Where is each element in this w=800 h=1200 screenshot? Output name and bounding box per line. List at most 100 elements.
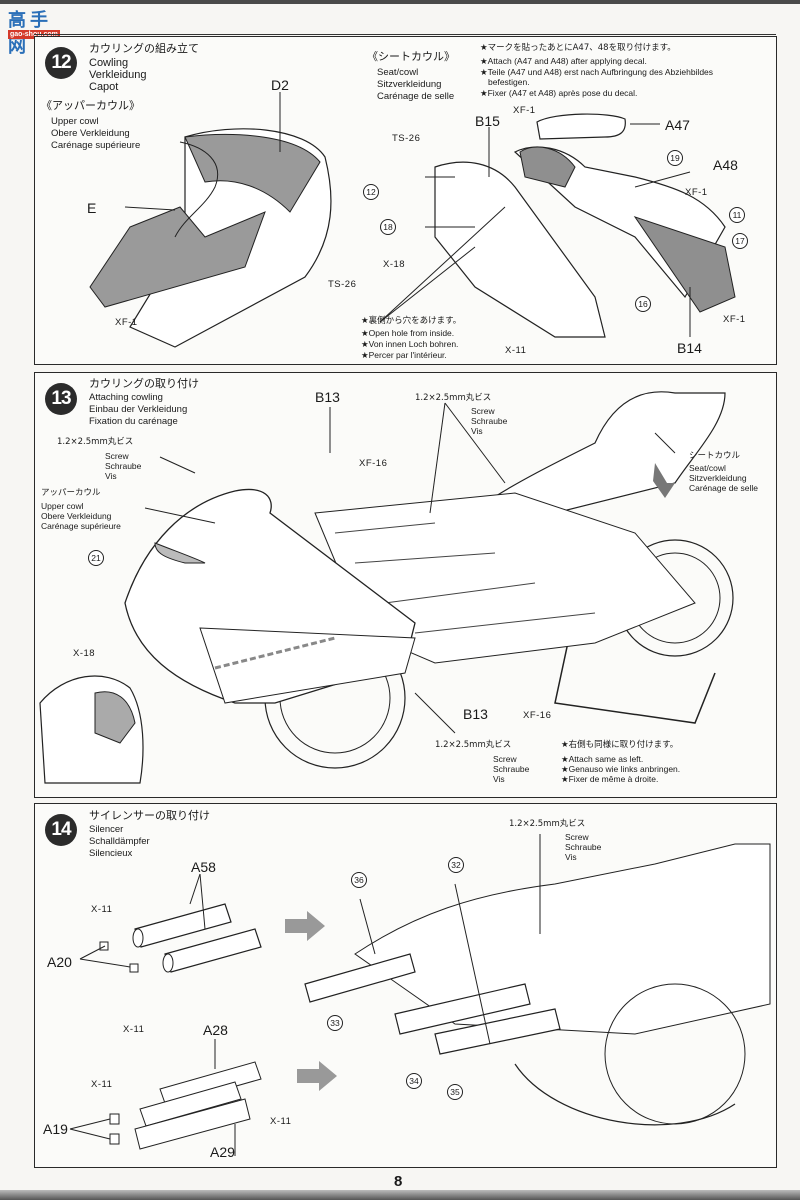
top-rule <box>34 34 776 35</box>
note-line: ★Fixer (A47 et A48) après pose du decal. <box>480 88 638 98</box>
decal-number: 34 <box>406 1073 422 1089</box>
paint-code: TS-26 <box>392 133 421 144</box>
scan-edge-top <box>0 0 800 4</box>
step-title-de: Verkleidung <box>89 69 147 81</box>
part-label: B14 <box>677 340 702 356</box>
decal-number: 16 <box>635 296 651 312</box>
screw-de: Schraube <box>105 461 142 471</box>
seat-cowl-de: Sitzverkleidung <box>689 473 747 483</box>
decal-number: 33 <box>327 1015 343 1031</box>
upper-cowl-fr: Carénage supérieure <box>41 521 121 531</box>
note-line: ★Von innen Loch bohren. <box>361 339 459 349</box>
screw-de: Schraube <box>565 842 602 852</box>
screw-en: Screw <box>565 832 589 842</box>
screw-fr: Vis <box>565 852 577 862</box>
decal-number: 12 <box>363 184 379 200</box>
note-line: befestigen. <box>488 77 530 87</box>
note-line: ★Teile (A47 und A48) erst nach Aufbringu… <box>480 67 714 77</box>
step-number-badge: 12 <box>45 47 77 79</box>
paint-code: TS-26 <box>328 279 357 290</box>
decal-number: 11 <box>729 207 745 223</box>
screw-fr: Vis <box>105 471 117 481</box>
note-line: ★マークを貼ったあとにA47、48を取り付けます。 <box>480 43 676 53</box>
cowling-assembly-illustration <box>89 92 736 348</box>
decal-number: 36 <box>351 872 367 888</box>
upper-cowl-heading-jp: 《アッパーカウル》 <box>41 99 140 112</box>
part-label: E <box>87 200 97 216</box>
paint-code: X-11 <box>270 1116 292 1127</box>
part-label: B13 <box>463 706 488 722</box>
step-number-badge: 14 <box>45 814 77 846</box>
step-title-en: Cowling <box>89 57 129 69</box>
watermark-url: gao-shou.com <box>8 30 60 39</box>
paint-code: X-18 <box>383 259 406 270</box>
note-line: ★右側も同様に取り付けます。 <box>561 740 679 750</box>
screw-size: 1.2×2.5mm丸ビス <box>509 819 586 829</box>
scan-edge-bottom <box>0 1190 800 1200</box>
paint-code: XF-1 <box>513 105 536 116</box>
screw-fr: Vis <box>493 774 505 784</box>
seat-cowl-heading-jp: 《シートカウル》 <box>367 50 455 63</box>
note-line: ★Genauso wie links anbringen. <box>561 764 681 774</box>
part-label: A48 <box>713 157 738 173</box>
page-number: 8 <box>394 1173 403 1190</box>
seat-cowl-en: Seat/cowl <box>377 67 419 78</box>
paint-code: XF-16 <box>359 458 388 469</box>
upper-cowl-fr: Carénage supérieure <box>51 140 141 151</box>
step-title-de: Schalldämpfer <box>89 836 150 847</box>
part-label: A29 <box>210 1144 235 1160</box>
upper-cowl-en: Upper cowl <box>41 501 84 511</box>
note-line: ★Attach (A47 and A48) after applying dec… <box>480 56 647 66</box>
paint-code: XF-1 <box>115 317 138 328</box>
seat-cowl-jp: シートカウル <box>689 451 741 461</box>
seat-cowl-fr: Carénage de selle <box>377 91 455 102</box>
step-title-en: Attaching cowling <box>89 392 163 403</box>
paint-code: X-11 <box>123 1024 145 1035</box>
screw-en: Screw <box>471 406 495 416</box>
seat-cowl-en: Seat/cowl <box>689 463 726 473</box>
upper-cowl-en: Upper cowl <box>51 116 99 127</box>
upper-cowl-de: Obere Verkleidung <box>51 128 130 139</box>
upper-cowl-de: Obere Verkleidung <box>41 511 112 521</box>
decal-number: 17 <box>732 233 748 249</box>
note-line: ★Fixer de même à droite. <box>561 774 659 784</box>
decal-number: 35 <box>447 1084 463 1100</box>
screw-en: Screw <box>493 754 517 764</box>
part-label: A58 <box>191 859 216 875</box>
watermark-logo: 高手网 gao-shou.com <box>6 6 68 57</box>
step-13-panel: 13 カウリングの取り付け Attaching cowling Einbau d… <box>34 372 777 798</box>
screw-en: Screw <box>105 451 129 461</box>
part-label: A28 <box>203 1022 228 1038</box>
part-label: A19 <box>43 1121 68 1137</box>
step-title-jp: カウリングの取り付け <box>89 377 199 390</box>
note-line: ★Open hole from inside. <box>361 328 455 338</box>
decal-number: 21 <box>88 550 104 566</box>
screw-de: Schraube <box>471 416 508 426</box>
step-title-jp: カウリングの組み立て <box>89 42 199 55</box>
note-line: ★裏側から穴をあけます。 <box>361 316 462 326</box>
cowling-attach-illustration <box>39 391 734 784</box>
screw-size: 1.2×2.5mm丸ビス <box>415 393 492 403</box>
screw-size: 1.2×2.5mm丸ビス <box>57 437 134 447</box>
paint-code: X-18 <box>73 648 96 659</box>
screw-size: 1.2×2.5mm丸ビス <box>435 740 512 750</box>
part-label: A20 <box>47 954 72 970</box>
note-line: ★Percer par l'intérieur. <box>361 350 447 360</box>
seat-cowl-fr: Carénage de selle <box>689 483 758 493</box>
paint-code: XF-16 <box>523 710 552 721</box>
part-label: A47 <box>665 117 690 133</box>
decal-number: 32 <box>448 857 464 873</box>
watermark-text: 高手网 <box>8 10 52 57</box>
note-line: ★Attach same as left. <box>561 754 644 764</box>
step-number-badge: 13 <box>45 383 77 415</box>
seat-cowl-de: Sitzverkleidung <box>377 79 442 90</box>
step-title-fr: Silencieux <box>89 848 133 859</box>
part-label: D2 <box>271 77 289 93</box>
paint-code: X-11 <box>505 345 527 356</box>
decal-number: 18 <box>380 219 396 235</box>
screw-de: Schraube <box>493 764 530 774</box>
decal-number: 19 <box>667 150 683 166</box>
screw-fr: Vis <box>471 426 483 436</box>
upper-cowl-jp: アッパーカウル <box>41 488 101 498</box>
paint-code: XF-1 <box>723 314 746 325</box>
